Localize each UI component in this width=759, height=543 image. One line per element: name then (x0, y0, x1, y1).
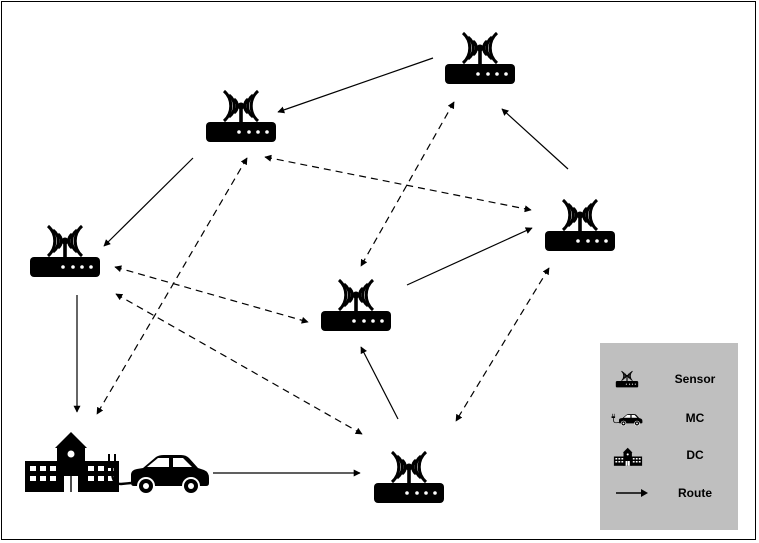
sensor-node-center (319, 278, 393, 333)
car-icon (611, 413, 643, 427)
legend-item-route: Route (600, 479, 738, 509)
edge-link (360, 101, 455, 267)
data-center-node (25, 432, 119, 492)
route-edges (73, 57, 569, 477)
car-icon (104, 452, 211, 497)
legend-label-dc: DC (686, 448, 704, 462)
arrow-icon (616, 489, 648, 497)
sensor-icon (204, 89, 278, 144)
sensor-node-right (543, 198, 617, 253)
building-icon (25, 432, 119, 492)
sensor-icon (543, 198, 617, 253)
edge-route (103, 157, 194, 247)
sensor-node-bottom (372, 450, 446, 505)
edge-route (501, 108, 569, 170)
legend-item-dc: DC (600, 441, 738, 471)
mobile-charger-node (104, 452, 211, 497)
sensor-icon (28, 224, 102, 279)
building-icon (613, 447, 643, 466)
sensor-node-top (443, 31, 517, 86)
legend-label-mc: MC (685, 411, 705, 425)
sensor-node-left (28, 224, 102, 279)
legend-item-sensor: Sensor (600, 365, 738, 395)
edge-route (360, 346, 399, 420)
link-edges (96, 101, 550, 435)
legend: Sensor MC DC Route (600, 343, 738, 530)
edge-link (264, 154, 532, 213)
sensor-icon (319, 278, 393, 333)
sensor-icon (372, 450, 446, 505)
legend-item-mc: MC (600, 404, 738, 434)
edge-link (455, 267, 550, 422)
edge-route (406, 227, 533, 286)
legend-label-sensor: Sensor (674, 372, 716, 386)
edge-link (96, 157, 248, 415)
sensor-icon (443, 31, 517, 86)
edge-link (114, 265, 309, 324)
edge-route (277, 57, 434, 114)
legend-label-route: Route (678, 486, 712, 500)
sensor-node-upper-left (204, 89, 278, 144)
sensor-icon (615, 370, 639, 388)
